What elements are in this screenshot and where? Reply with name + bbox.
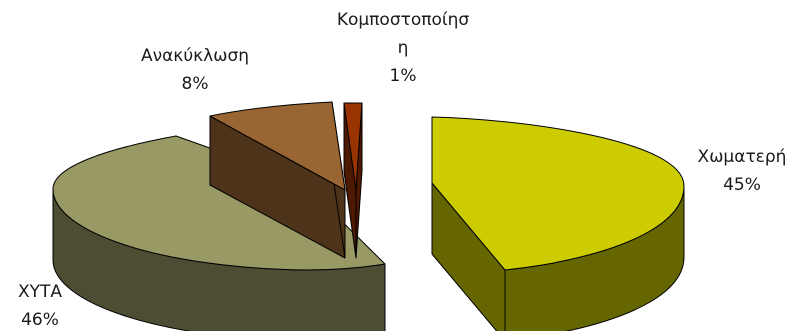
label-chomateri: Χωματερή 45% [698, 143, 787, 199]
pie-slice-chomateri [431, 116, 685, 331]
pie-slice-kompostopoiisi [343, 102, 363, 259]
label-xyta-name: ΧΥΤΑ [17, 282, 63, 302]
label-chomateri-percent: 45% [723, 175, 761, 195]
label-kompostopoiisi: Κομποστοποίησ η 1% [337, 6, 469, 90]
pie-slice-chomateri-top [431, 116, 685, 271]
label-anakyklosi-name: Ανακύκλωση [140, 46, 250, 66]
label-kompostopoiisi-line2: η [397, 38, 409, 58]
label-anakyklosi: Ανακύκλωση 8% [141, 42, 249, 98]
pie-slice-xyta [52, 135, 386, 331]
label-kompostopoiisi-percent: 1% [389, 66, 417, 86]
label-xyta: ΧΥΤΑ 46% [18, 278, 62, 334]
label-xyta-percent: 46% [21, 310, 59, 330]
label-anakyklosi-percent: 8% [181, 74, 209, 94]
label-chomateri-name: Χωματερή [697, 147, 787, 167]
pie-slice-xyta-top [52, 135, 386, 271]
pie-slice-kompostopoiisi-front [355, 102, 363, 259]
label-kompostopoiisi-line1: Κομποστοποίησ [336, 10, 470, 30]
pie-slice-anakyklosi [209, 101, 346, 259]
pie-slice-anakyklosi-top [209, 101, 346, 191]
